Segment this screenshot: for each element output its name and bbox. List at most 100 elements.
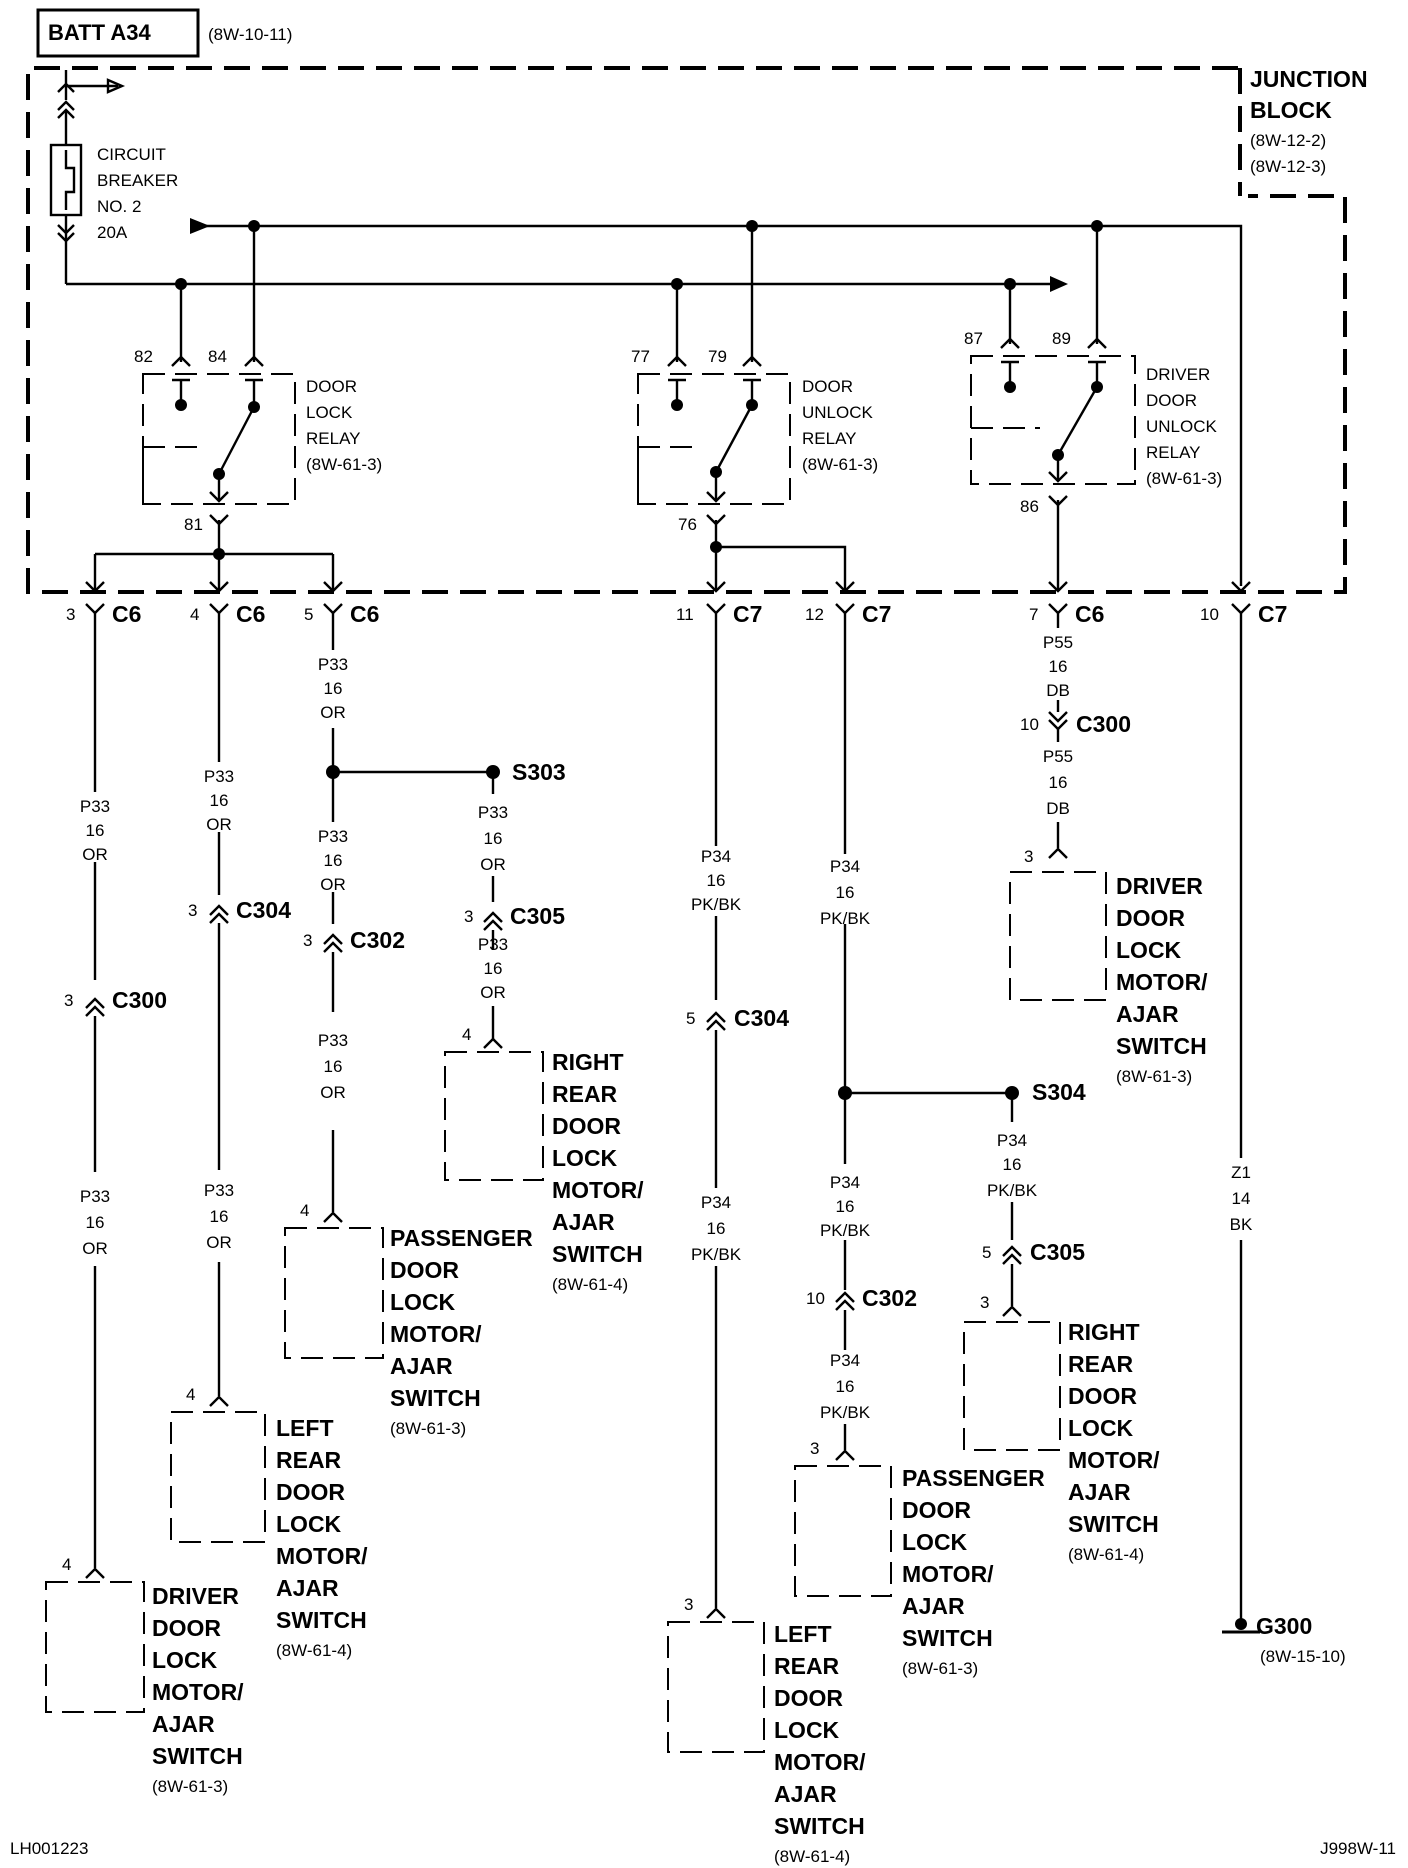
comp6-label-2: DOOR xyxy=(902,1497,971,1523)
comp5-label-4: LOCK xyxy=(774,1717,840,1743)
wire7-2: 16 xyxy=(1003,1155,1022,1174)
wire1a-3: OR xyxy=(82,845,108,864)
comp3-label-5: AJAR xyxy=(390,1353,453,1379)
wire2a-3: OR xyxy=(206,815,232,834)
relay1-pin-a: 82 xyxy=(134,347,153,366)
wire5a-1: P34 xyxy=(701,847,731,866)
relay1-pin-c: 81 xyxy=(184,515,203,534)
wire9-3: BK xyxy=(1230,1215,1253,1234)
wire1a-2: 16 xyxy=(86,821,105,840)
comp7-pin: 3 xyxy=(980,1293,989,1312)
wire7-3: PK/BK xyxy=(987,1181,1038,1200)
ground-ref: (8W-15-10) xyxy=(1260,1647,1346,1666)
conn-3-name: C6 xyxy=(350,601,379,627)
wire6b-1: P34 xyxy=(830,1173,860,1192)
wire9-1: Z1 xyxy=(1231,1163,1251,1182)
comp1-label-5: AJAR xyxy=(152,1711,215,1737)
wire2b-1: P33 xyxy=(204,1181,234,1200)
comp3-label-1: PASSENGER xyxy=(390,1225,533,1251)
circuit-left-rear-door-c6 xyxy=(170,612,266,1543)
comp6-label-3: LOCK xyxy=(902,1529,968,1555)
conn-4-name: C7 xyxy=(733,601,762,627)
comp4-label-6: AJAR xyxy=(552,1209,615,1235)
comp8-label-1: DRIVER xyxy=(1116,873,1203,899)
inline3-pin: 3 xyxy=(303,931,312,950)
circuit-left-rear-door-c7 xyxy=(667,612,765,1753)
wire8b-1: P55 xyxy=(1043,747,1073,766)
wire6b-2: 16 xyxy=(836,1197,855,1216)
wire2b-2: 16 xyxy=(210,1207,229,1226)
circuit-breaker-label-2: BREAKER xyxy=(97,171,178,190)
wire5a-2: 16 xyxy=(707,871,726,890)
comp8-pin: 3 xyxy=(1024,847,1033,866)
comp7-ref: (8W-61-4) xyxy=(1068,1545,1144,1564)
wire7-1: P34 xyxy=(997,1131,1027,1150)
comp1-label-1: DRIVER xyxy=(152,1583,239,1609)
relay1-label-3: RELAY xyxy=(306,429,361,448)
comp1-label-3: LOCK xyxy=(152,1647,218,1673)
comp8-label-6: SWITCH xyxy=(1116,1033,1207,1059)
inline7-pin: 5 xyxy=(982,1243,991,1262)
comp5-ref: (8W-61-4) xyxy=(774,1847,850,1866)
wire3b-1: P33 xyxy=(318,827,348,846)
battery-feed xyxy=(57,70,126,145)
conn-7-pin: 10 xyxy=(1200,605,1219,624)
door-lock-relay xyxy=(93,226,335,590)
conn-2-pin: 4 xyxy=(190,605,199,624)
inline5-name: C304 xyxy=(734,1005,789,1031)
inline6-name: C302 xyxy=(862,1285,917,1311)
comp5-label-7: SWITCH xyxy=(774,1813,865,1839)
batt-source-label: BATT A34 xyxy=(48,20,151,45)
comp2-label-2: REAR xyxy=(276,1447,342,1473)
comp8-ref: (8W-61-3) xyxy=(1116,1067,1192,1086)
inline2-name: C304 xyxy=(236,897,291,923)
comp6-label-4: MOTOR/ xyxy=(902,1561,994,1587)
comp2-label-3: DOOR xyxy=(276,1479,345,1505)
wire1b-3: OR xyxy=(82,1239,108,1258)
comp3-label-3: LOCK xyxy=(390,1289,456,1315)
relay2-pin-c: 76 xyxy=(678,515,697,534)
conn-3-pin: 5 xyxy=(304,605,313,624)
comp4-pin: 4 xyxy=(462,1025,471,1044)
wire9-2: 14 xyxy=(1232,1189,1251,1208)
footer-right-code: J998W-11 xyxy=(1320,1839,1396,1858)
splice-s303: S303 xyxy=(512,759,566,785)
comp1-ref: (8W-61-3) xyxy=(152,1777,228,1796)
comp5-label-1: LEFT xyxy=(774,1621,832,1647)
inline4-name: C305 xyxy=(510,903,565,929)
wire3c-2: 16 xyxy=(324,1057,343,1076)
conn-6-pin: 7 xyxy=(1029,605,1038,624)
ground-name: G300 xyxy=(1256,1613,1312,1639)
wire2b-3: OR xyxy=(206,1233,232,1252)
footer-left-code: LH001223 xyxy=(10,1839,88,1858)
comp3-label-4: MOTOR/ xyxy=(390,1321,482,1347)
comp5-label-3: DOOR xyxy=(774,1685,843,1711)
relay3-label-3: UNLOCK xyxy=(1146,417,1218,436)
comp7-label-5: MOTOR/ xyxy=(1068,1447,1160,1473)
comp2-label-7: SWITCH xyxy=(276,1607,367,1633)
wire6a-2: 16 xyxy=(836,883,855,902)
wire1a-1: P33 xyxy=(80,797,110,816)
relay2-label-2: UNLOCK xyxy=(802,403,874,422)
comp6-ref: (8W-61-3) xyxy=(902,1659,978,1678)
comp6-pin: 3 xyxy=(810,1439,819,1458)
comp1-label-6: SWITCH xyxy=(152,1743,243,1769)
circuit-passenger-door-c6 xyxy=(284,612,500,1359)
circuit-right-rear-door-c7 xyxy=(963,1093,1061,1451)
comp4-label-2: REAR xyxy=(552,1081,618,1107)
circuit-driver-door-p55 xyxy=(1009,612,1107,1001)
wire6a-1: P34 xyxy=(830,857,860,876)
driver-door-unlock-relay xyxy=(970,226,1136,590)
batt-source-ref: (8W-10-11) xyxy=(208,25,292,44)
comp1-label-2: DOOR xyxy=(152,1615,221,1641)
comp2-label-5: MOTOR/ xyxy=(276,1543,368,1569)
junction-block-outline xyxy=(26,66,1347,594)
comp2-label-4: LOCK xyxy=(276,1511,342,1537)
conn-6-name: C6 xyxy=(1075,601,1104,627)
comp6-label-6: SWITCH xyxy=(902,1625,993,1651)
wire2a-2: 16 xyxy=(210,791,229,810)
comp4-label-4: LOCK xyxy=(552,1145,618,1171)
comp7-label-2: REAR xyxy=(1068,1351,1134,1377)
comp2-ref: (8W-61-4) xyxy=(276,1641,352,1660)
relay3-pin-c: 86 xyxy=(1020,497,1039,516)
